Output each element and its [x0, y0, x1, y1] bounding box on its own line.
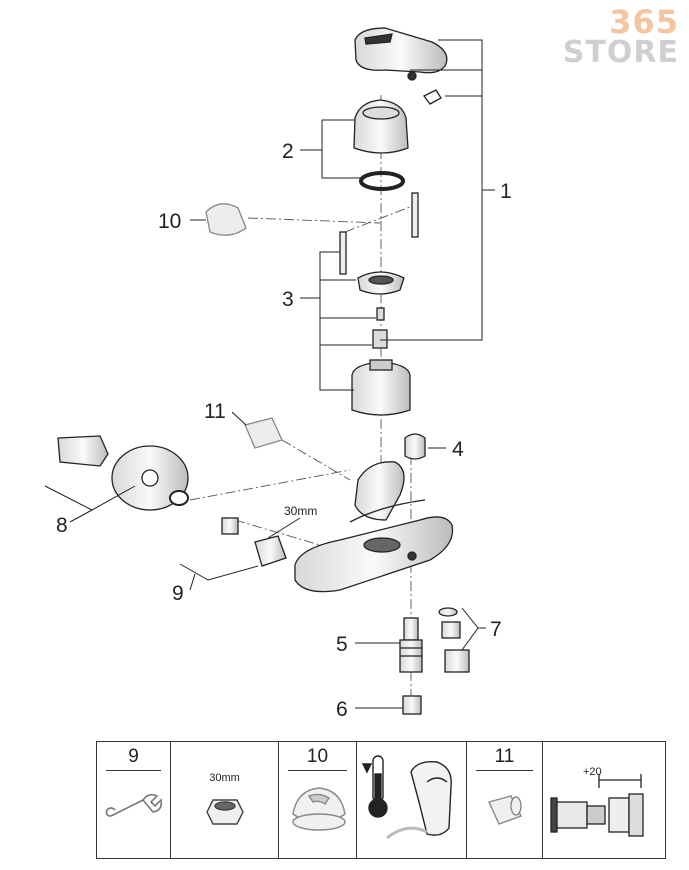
legend-number-9: 9	[128, 746, 139, 767]
adapter-icon	[488, 795, 522, 825]
callout-4: 4	[452, 438, 464, 461]
legend-cell-10: 10	[279, 742, 357, 858]
part-7-aerator	[438, 607, 470, 673]
legend-cell-9: 9	[97, 742, 171, 858]
callout-5: 5	[336, 633, 348, 656]
part-6-nut	[402, 695, 422, 715]
store-logo: 365 STORE	[563, 6, 679, 68]
legend-label-30mm: 30mm	[209, 772, 240, 784]
legend-rule	[288, 770, 347, 771]
callout-1: 1	[500, 180, 512, 203]
part-11-adapter	[244, 417, 283, 449]
thermometer-icon	[361, 755, 452, 840]
callout-2: 2	[282, 140, 294, 163]
callout-6: 6	[336, 698, 348, 721]
legend-cell-nut: 30mm	[171, 742, 279, 858]
lever-handle	[354, 27, 448, 105]
retaining-ring	[357, 271, 405, 295]
legend-rule	[476, 770, 533, 771]
part-9-connectors	[221, 517, 287, 567]
callout-10: 10	[158, 210, 181, 233]
wrench-icon	[105, 793, 163, 817]
exploded-diagram: 1 2 3 4 5 6 7 8 9 10 11 30mm	[44, 27, 512, 721]
part-10-cap	[205, 203, 247, 236]
legend-box: 9 30mm 10 11	[96, 741, 666, 859]
logo-number: 365	[609, 3, 679, 41]
cartridge	[351, 359, 411, 416]
screws	[339, 192, 419, 275]
legend-number-10: 10	[306, 746, 329, 767]
mixer-body	[294, 461, 454, 593]
callout-11: 11	[204, 400, 226, 423]
spindle	[372, 307, 388, 349]
legend-rule	[105, 770, 162, 771]
legend-cell-temp	[357, 742, 467, 858]
callout-3: 3	[282, 288, 294, 311]
logo-text: STORE	[562, 35, 679, 70]
legend-cell-extension: +20	[543, 742, 665, 858]
cap-icon	[292, 787, 346, 831]
legend-cell-11: 11	[467, 742, 543, 858]
extension-icon	[550, 774, 644, 837]
part-4-cap	[404, 433, 426, 460]
leader-lines	[44, 39, 495, 709]
part-5-diverter	[399, 617, 423, 673]
legend-number-11: 11	[494, 746, 515, 767]
part-8-rose	[57, 435, 189, 511]
legend-label-plus20: +20	[583, 766, 602, 778]
callout-7: 7	[490, 618, 502, 641]
part-2-cap	[353, 99, 409, 191]
dimension-label: 30mm	[284, 504, 317, 518]
nut-icon	[206, 799, 244, 825]
callout-8: 8	[56, 514, 68, 537]
callout-9: 9	[172, 582, 184, 605]
